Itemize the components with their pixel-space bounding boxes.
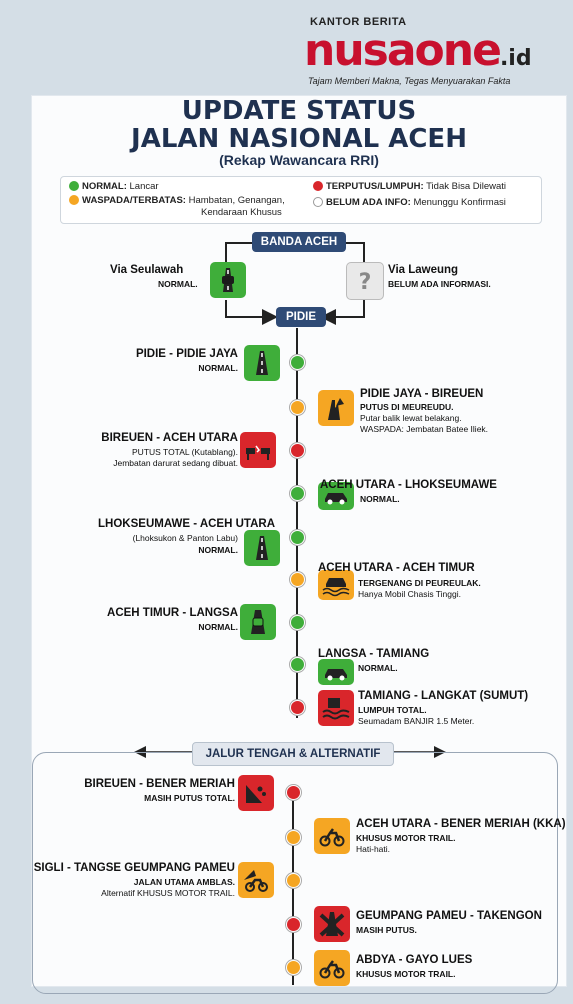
node-acehtimur-langsa	[290, 615, 305, 630]
node-alt-1	[286, 830, 301, 845]
node-pidiejaya-bireuen	[290, 400, 305, 415]
legend-waspada-2: Kendaraan Khusus	[201, 207, 282, 218]
route-detail: Hanya Mobil Chasis Tinggi.	[358, 589, 461, 599]
route-detail: Jembatan darurat sedang dibuat.	[113, 458, 238, 468]
brand-kantor: KANTOR BERITA	[310, 16, 407, 28]
car-road-icon	[240, 604, 276, 640]
route-status: MASIH PUTUS TOTAL.	[144, 793, 235, 803]
motorbike-icon	[314, 950, 350, 986]
brand-logo-main: nusaone	[304, 25, 502, 76]
title-line2: JALAN NASIONAL ACEH	[131, 124, 467, 154]
route-name: BIREUEN - BENER MERIAH	[84, 778, 235, 790]
flood-icon	[318, 690, 354, 726]
motorbike-icon	[314, 818, 350, 854]
route-detail: Seumadam BANJIR 1.5 Meter.	[358, 716, 475, 726]
node-acehutara-acehtimur	[290, 572, 305, 587]
route-status: TERGENANG DI PEUREULAK.	[358, 578, 481, 588]
road-icon	[244, 530, 280, 566]
car-icon	[318, 659, 354, 685]
brand-tagline: Tajam Memberi Makna, Tegas Menyuarakan F…	[308, 76, 511, 86]
question-icon: ?	[346, 262, 384, 300]
node-alt-3	[286, 917, 301, 932]
route-name: ACEH UTARA - BENER MERIAH (KKA)	[356, 818, 566, 830]
route-name: LHOKSEUMAWE - ACEH UTARA	[98, 518, 275, 530]
route-status: MASIH PUTUS.	[356, 925, 417, 935]
route-status: PUTUS DI MEUREUDU.	[360, 402, 454, 412]
route-name: BIREUEN - ACEH UTARA	[101, 432, 238, 444]
brand-logo-tld: .id	[499, 46, 532, 71]
legend-normal: NORMAL: Lancar	[69, 181, 159, 192]
node-acehutara-lhokseumawe	[290, 486, 305, 501]
route-status: NORMAL.	[360, 494, 400, 504]
legend-terputus: TERPUTUS/LUMPUH: Tidak Bisa Dilewati	[313, 181, 506, 192]
route-status: LUMPUH TOTAL.	[358, 705, 427, 715]
route-status: NORMAL.	[358, 663, 398, 673]
route-detail: Putar balik lewat belakang.	[360, 413, 462, 423]
green-dot-icon	[69, 181, 79, 191]
route-name: ACEH TIMUR - LANGSA	[107, 607, 238, 619]
broken-bridge-icon	[240, 432, 276, 468]
brand-logo: nusaone.id	[304, 26, 532, 84]
route-name: PIDIE JAYA - BIREUEN	[360, 388, 484, 400]
landslide-motorbike-icon	[238, 862, 274, 898]
legend-belum: BELUM ADA INFO: Menunggu Konfirmasi	[313, 197, 506, 208]
landslide-icon	[238, 775, 274, 811]
route-status: NORMAL.	[198, 545, 238, 555]
blocked-road-icon	[314, 906, 350, 942]
orange-dot-icon	[69, 195, 79, 205]
red-dot-icon	[313, 181, 323, 191]
route-detail: Alternatif KHUSUS MOTOR TRAIL.	[101, 888, 235, 898]
node-alt-2	[286, 873, 301, 888]
via-seulawah-status: NORMAL.	[158, 279, 198, 289]
road-icon	[210, 262, 246, 298]
route-status: NORMAL.	[198, 363, 238, 373]
via-laweung-label: Via Laweung	[388, 264, 459, 276]
route-status: JALAN UTAMA AMBLAS.	[133, 877, 235, 887]
node-alt-4	[286, 960, 301, 975]
white-dot-icon	[313, 197, 323, 207]
car-icon	[318, 482, 354, 510]
route-name: PIDIE - PIDIE JAYA	[135, 348, 238, 360]
route-name: ABDYA - GAYO LUES	[356, 954, 473, 966]
svg-text:?: ?	[359, 270, 372, 295]
subtitle: (Rekap Wawancara RRI)	[219, 152, 379, 168]
node-langsa-tamiang	[290, 657, 305, 672]
route-status: NORMAL.	[198, 622, 238, 632]
route-name: ACEH UTARA - ACEH TIMUR	[318, 562, 475, 574]
pidie-pill: PIDIE	[276, 307, 326, 327]
route-name: TAMIANG - LANGKAT (SUMUT)	[358, 690, 529, 702]
route-name: GEUMPANG PAMEU - TAKENGON	[356, 910, 542, 922]
route-status: PUTUS TOTAL (Kutablang).	[132, 447, 238, 457]
broken-road-icon	[318, 390, 354, 426]
route-detail: WASPADA: Jembatan Batee Iliek.	[360, 424, 489, 434]
route-name: SIGLI - TANGSE GEUMPANG PAMEU	[33, 862, 235, 874]
flooded-car-icon	[318, 570, 354, 600]
banda-aceh-pill: BANDA ACEH	[252, 232, 346, 252]
node-bireuen-acehutara	[290, 443, 305, 458]
node-lhokseumawe-acehutara	[290, 530, 305, 545]
legend-waspada: WASPADA/TERBATAS: Hambatan, Genangan,	[69, 195, 285, 206]
title-line1: UPDATE STATUS	[181, 96, 417, 126]
node-alt-0	[286, 785, 301, 800]
via-seulawah-label: Via Seulawah	[110, 264, 184, 276]
node-pidie-pidiejaya	[290, 355, 305, 370]
brand-header: KANTOR BERITA nusaone.id Tajam Memberi M…	[300, 16, 570, 96]
route-name: ACEH UTARA - LHOKSEUMAWE	[320, 479, 497, 491]
route-detail: Hati-hati.	[356, 844, 391, 854]
legend: NORMAL: Lancar WASPADA/TERBATAS: Hambata…	[60, 176, 542, 224]
node-tamiang-langkat	[290, 700, 305, 715]
via-laweung-status: BELUM ADA INFORMASI.	[388, 279, 491, 289]
route-name: LANGSA - TAMIANG	[318, 648, 430, 660]
route-status: KHUSUS MOTOR TRAIL.	[356, 969, 456, 979]
alt-section-label: JALUR TENGAH & ALTERNATIF	[192, 742, 394, 766]
route-status: KHUSUS MOTOR TRAIL.	[356, 833, 456, 843]
road-icon	[244, 345, 280, 381]
route-detail: (Lhoksukon & Panton Labu)	[132, 533, 238, 543]
